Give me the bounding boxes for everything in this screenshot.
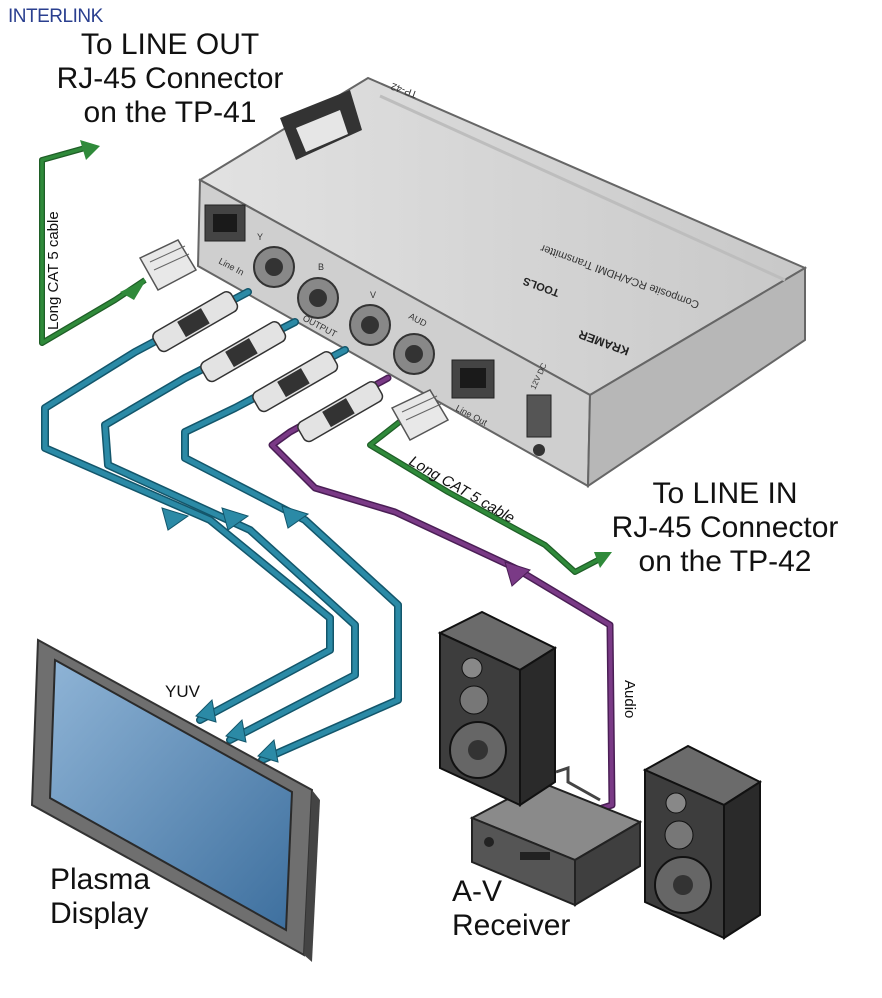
arrow-v-end-icon: [257, 738, 279, 763]
av-receiver-label-line-1: A-V: [452, 875, 503, 908]
line-in-callout: To LINE IN RJ-45 Connector on the TP-42: [590, 477, 860, 579]
video-cable-v: [181, 346, 402, 764]
bnc-jack-v: [349, 304, 391, 346]
jack-label-v: V: [370, 290, 376, 300]
tp-42-device: TP-42 Composite RCA/HDMI Transmitter KRA…: [196, 76, 808, 488]
audio-cable: [268, 374, 616, 816]
arrow-b-end-icon: [225, 718, 247, 743]
arrow-line-out-icon: [80, 140, 100, 160]
line-in-port: [204, 204, 246, 242]
line-out-callout-line-3: on the TP-41: [83, 96, 257, 129]
line-out-callout-line-1: To LINE OUT: [80, 28, 260, 61]
video-cable-b: [101, 318, 359, 744]
arrow-left-cat5-icon: [120, 280, 146, 300]
arrow-audio-icon: [504, 561, 531, 587]
line-out-callout-line-2: RJ-45 Connector: [56, 62, 284, 95]
bnc-jack-b: [297, 277, 339, 319]
right-cat5-cable: [367, 417, 600, 575]
jack-label-y: Y: [257, 232, 263, 242]
speaker-wire: [555, 765, 601, 802]
line-in-callout-line-3: on the TP-42: [638, 545, 812, 578]
arrow-y-end-icon: [195, 698, 217, 723]
power-port: [526, 394, 552, 438]
line-in-callout-line-1: To LINE IN: [652, 477, 798, 510]
power-led-icon: [533, 444, 545, 456]
rj45-plug-right: [390, 389, 450, 442]
audio-cable-label: Audio: [621, 680, 638, 718]
plasma-display: [30, 638, 320, 962]
plasma-display-label: Plasma Display: [50, 863, 150, 931]
yuv-cable-label: YUV: [165, 682, 201, 701]
right-cat5-cable-label: Long CAT 5 cable: [406, 453, 518, 527]
plasma-display-label-line-1: Plasma: [50, 863, 151, 896]
arrow-v-icon: [281, 505, 310, 529]
speaker-right: [642, 744, 763, 940]
rj45-plug-left: [138, 239, 198, 292]
bnc-plugs: [152, 291, 384, 443]
line-in-callout-line-2: RJ-45 Connector: [611, 511, 839, 544]
left-cat5-cable-label: Long CAT 5 cable: [45, 211, 62, 330]
flow-arrows: [161, 505, 310, 763]
speaker-left: [437, 610, 558, 807]
display-screen: [48, 658, 294, 932]
av-receiver-label-line-2: Receiver: [452, 909, 571, 942]
line-out-callout: To LINE OUT RJ-45 Connector on the TP-41: [40, 28, 300, 130]
jack-label-b: B: [318, 262, 324, 272]
receiver-knob-icon: [484, 837, 494, 847]
av-receiver-label: A-V Receiver: [452, 875, 570, 943]
arrow-y-icon: [161, 507, 190, 531]
watermark: INTERLINK: [8, 6, 103, 27]
bnc-jack-audio: [393, 333, 435, 375]
bnc-jack-y: [253, 246, 295, 288]
plasma-display-label-line-2: Display: [50, 897, 149, 930]
arrow-b-icon: [221, 507, 250, 531]
video-cable-y: [41, 288, 334, 724]
arrow-line-in-icon: [594, 552, 612, 568]
